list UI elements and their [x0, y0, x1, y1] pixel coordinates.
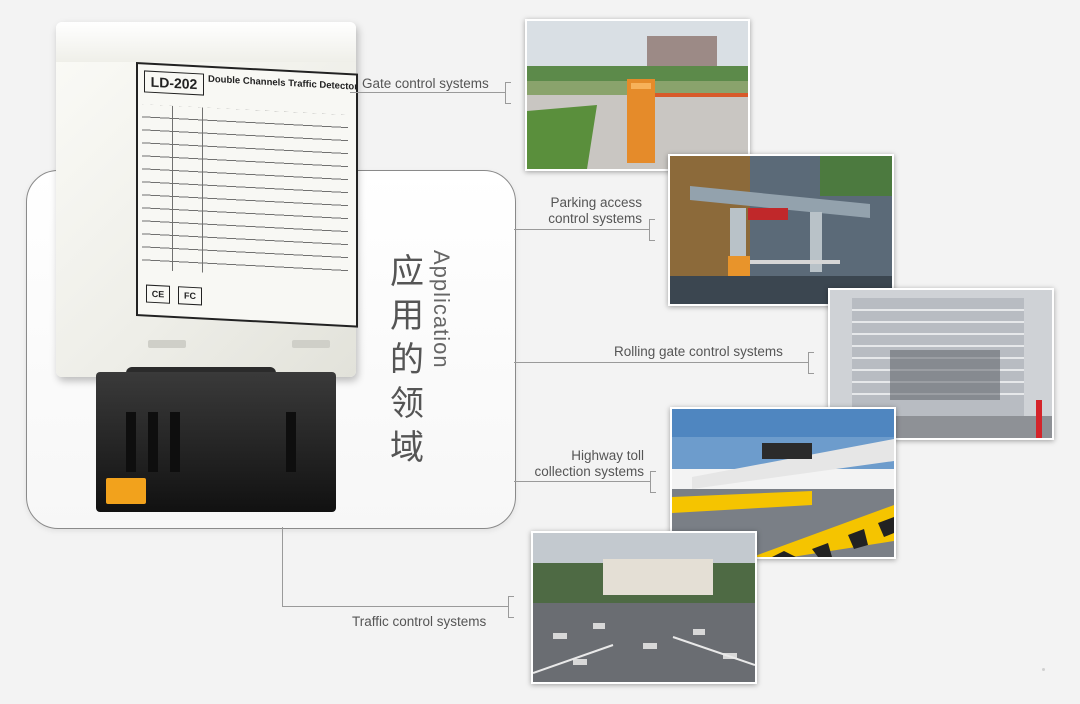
- fc-mark: FC: [178, 286, 202, 306]
- label-traffic-control: Traffic control systems: [352, 614, 487, 629]
- label-parking-access: Parking access control systems: [530, 195, 642, 227]
- traffic-detector-device: LD-202 Double Channels Traffic Detectors…: [56, 22, 376, 522]
- application-title: 应用的领域 Application: [390, 250, 470, 468]
- label-parking-line2: control systems: [548, 211, 642, 226]
- socket-release-tab: [106, 478, 146, 504]
- device-label-plate: LD-202 Double Channels Traffic Detectors…: [136, 62, 358, 328]
- label-parking-line1: Parking access: [550, 195, 642, 210]
- label-toll-line2: collection systems: [534, 464, 644, 479]
- label-rolling-gate: Rolling gate control systems: [614, 344, 783, 359]
- bracket-traffic: [508, 596, 514, 618]
- connector-gate: [350, 92, 505, 93]
- connector-traffic: [282, 606, 508, 607]
- connector-rolling: [514, 362, 808, 363]
- connector-parking: [514, 229, 649, 230]
- socket-rib: [286, 412, 296, 472]
- label-gate-control: Gate control systems: [362, 76, 489, 91]
- socket-rib: [148, 412, 158, 472]
- toll-station-photo: [670, 407, 896, 559]
- gate-barrier-photo: [525, 19, 750, 171]
- device-vent: [292, 340, 330, 348]
- application-title-cn: 应用的领域: [390, 252, 424, 468]
- connector-traffic-vertical: [282, 527, 283, 607]
- ce-mark: CE: [146, 284, 170, 304]
- spec-table: [142, 104, 348, 281]
- decorative-dot: [1042, 668, 1045, 671]
- device-top: [56, 22, 356, 62]
- connector-toll: [514, 481, 650, 482]
- label-toll-line1: Highway toll: [571, 448, 644, 463]
- product-name: Double Channels Traffic Detectors: [208, 73, 358, 93]
- bracket-toll: [650, 471, 656, 493]
- bracket-parking: [649, 219, 655, 241]
- label-highway-toll: Highway toll collection systems: [512, 448, 644, 480]
- device-vent: [148, 340, 186, 348]
- model-number: LD-202: [144, 70, 204, 96]
- bracket-gate: [505, 82, 511, 104]
- socket-rib: [126, 412, 136, 472]
- application-title-en: Application: [429, 250, 454, 369]
- bracket-rolling: [808, 352, 814, 374]
- socket-rib: [170, 412, 180, 472]
- city-intersection-photo: [531, 531, 757, 684]
- parking-entrance-photo: [668, 154, 894, 306]
